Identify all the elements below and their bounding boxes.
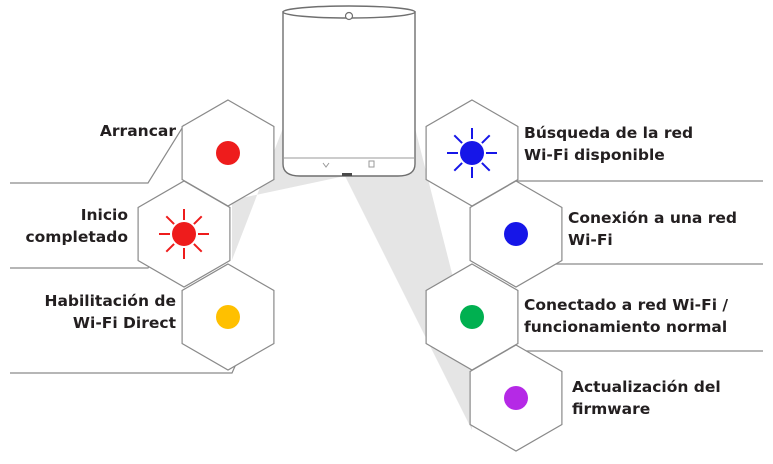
label-wifi-direct: Habilitación de Wi-Fi Direct bbox=[44, 290, 176, 334]
ray-line bbox=[481, 134, 491, 144]
label-connected-line-1: Conectado a red Wi-Fi / bbox=[524, 296, 729, 314]
label-searching: Búsqueda de la red Wi-Fi disponible bbox=[524, 122, 693, 166]
led-dot-blue bbox=[460, 141, 484, 165]
label-firmware-line-1: Actualización del bbox=[572, 378, 721, 396]
label-searching-line-1: Búsqueda de la red bbox=[524, 124, 694, 142]
led-dot-yellow bbox=[216, 305, 240, 329]
hexagon-boot bbox=[181, 99, 275, 207]
label-boot: Arrancar bbox=[100, 120, 176, 142]
hexagon-connected bbox=[425, 263, 519, 371]
divider-line bbox=[10, 124, 185, 184]
label-connected-line-2: funcionamiento normal bbox=[524, 318, 728, 336]
ray-line bbox=[165, 243, 175, 253]
label-boot-complete-line-2: completado bbox=[25, 228, 128, 246]
ray-line bbox=[453, 162, 463, 172]
hexagon-connecting bbox=[469, 180, 563, 288]
ray-line bbox=[481, 162, 491, 172]
label-connecting-line-1: Conexión a una red bbox=[568, 209, 737, 227]
label-boot-line-1: Arrancar bbox=[99, 122, 176, 140]
led-dot-purple bbox=[504, 386, 528, 410]
router-tower-icon bbox=[282, 5, 416, 177]
ray-line bbox=[193, 215, 203, 225]
ray-line bbox=[165, 215, 175, 225]
label-wifi-direct-line-1: Habilitación de bbox=[44, 292, 176, 310]
led-dot-green bbox=[460, 305, 484, 329]
label-firmware: Actualización del firmware bbox=[572, 376, 721, 420]
led-indicator bbox=[342, 173, 352, 176]
led-dot-blue bbox=[504, 222, 528, 246]
reset-button-icon bbox=[368, 160, 375, 168]
wifi-icon bbox=[322, 162, 330, 168]
label-firmware-line-2: firmware bbox=[572, 400, 651, 418]
ray-line bbox=[193, 243, 203, 253]
label-boot-complete: Inicio completado bbox=[25, 204, 128, 248]
led-dot-red bbox=[216, 141, 240, 165]
label-connecting: Conexión a una red Wi-Fi bbox=[568, 207, 737, 251]
blinking-rays-icon bbox=[447, 128, 497, 178]
state-hexagons bbox=[137, 99, 563, 452]
label-boot-complete-line-1: Inicio bbox=[80, 206, 128, 224]
label-connected: Conectado a red Wi-Fi / funcionamiento n… bbox=[524, 294, 728, 338]
label-searching-line-2: Wi-Fi disponible bbox=[524, 146, 665, 164]
right-projection-cone bbox=[345, 128, 472, 430]
hexagon-firmware bbox=[469, 344, 563, 452]
hexagon-wifi-direct bbox=[181, 263, 275, 371]
label-wifi-direct-line-2: Wi-Fi Direct bbox=[72, 314, 176, 332]
led-dot-red bbox=[172, 222, 196, 246]
hexagon-boot-complete bbox=[137, 180, 231, 288]
label-connecting-line-2: Wi-Fi bbox=[568, 231, 613, 249]
ray-line bbox=[453, 134, 463, 144]
blinking-rays-icon bbox=[159, 209, 209, 259]
